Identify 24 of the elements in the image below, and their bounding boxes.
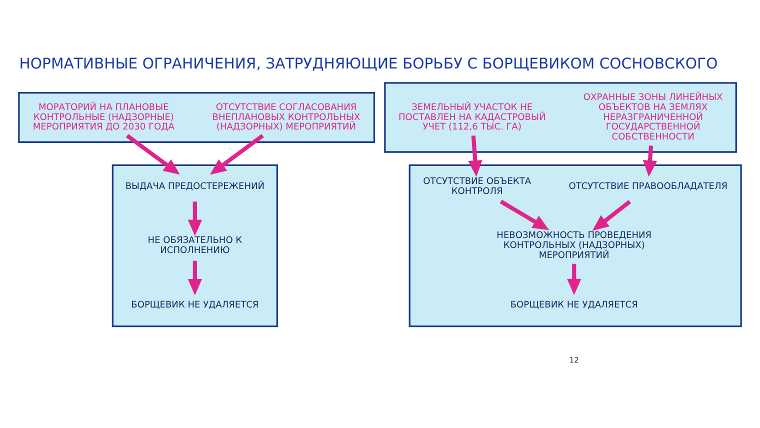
node-text: ВЫДАЧА ПРЕДОСТЕРЕЖЕНИЙ [125, 181, 265, 192]
cluster [384, 82, 737, 152]
arrow [642, 145, 658, 176]
label: 12 [569, 355, 579, 364]
node-text: БОРЩЕВИК НЕ УДАЛЯЕТСЯ [131, 300, 259, 310]
node-text: ЗЕМЕЛЬНЫЙ УЧАСТОК НЕ ПОСТАВЛЕН НА КАДАСТРОВЫЙ УЧЕТ (112,6 ТЫС. ГА) [398, 102, 546, 132]
arrow [592, 199, 632, 230]
arrow [188, 260, 202, 295]
node-text: МОРАТОРИЙ НА ПЛАНОВЫЕ КОНТРОЛЬНЫЕ (НАДЗОРНЫЕ) МЕРОПРИЯТИЯ ДО 2030 ГОДА [32, 102, 174, 132]
cluster [408, 164, 742, 327]
node-text: НЕ ОБЯЗАТЕЛЬНО К ИСПОЛНЕНИЮ [148, 236, 242, 256]
arrow [500, 199, 550, 230]
node-text: ОХРАННЫЕ ЗОНЫ ЛИНЕЙНЫХ ОБЪЕКТОВ НА ЗЕМЛЯХ НЕРАЗГРАНИЧЕННОЙ ГОСУДАРСТВЕННОЙ СОБСТВЕННОСТИ [583, 92, 723, 142]
node-text: ОТСУТСТВИЕ ОБЪЕКТА КОНТРОЛЯ [423, 176, 532, 196]
cluster [112, 164, 278, 327]
arrow [468, 134, 482, 176]
arrow [188, 201, 202, 236]
arrow [567, 263, 582, 295]
diagram-title: НОРМАТИВНЫЕ ОГРАНИЧЕНИЯ, ЗАТРУДНЯЮЩИЕ БОРЬБУ С БОРЩЕВИКОМ СОСНОВСКОГО [19, 54, 718, 72]
node-text: БОРЩЕВИК НЕ УДАЛЯЕТСЯ [510, 300, 638, 310]
cluster [18, 91, 376, 142]
node-text: ОТСУТСТВИЕ ПРАВООБЛАДАТЕЛЯ [568, 181, 728, 192]
node-text: НЕВОЗМОЖНОСТЬ ПРОВЕДЕНИЯ КОНТРОЛЬНЫХ (НАДЗОРНЫХ) МЕРОПРИЯТИЙ [496, 230, 652, 260]
node-text: ОТСУТСТВИЕ СОГЛАСОВАНИЯ ВНЕПЛАНОВЫХ КОНТРОЛЬНЫХ (НАДЗОРНЫХ) МЕРОПРИЯТИЙ [212, 102, 360, 132]
